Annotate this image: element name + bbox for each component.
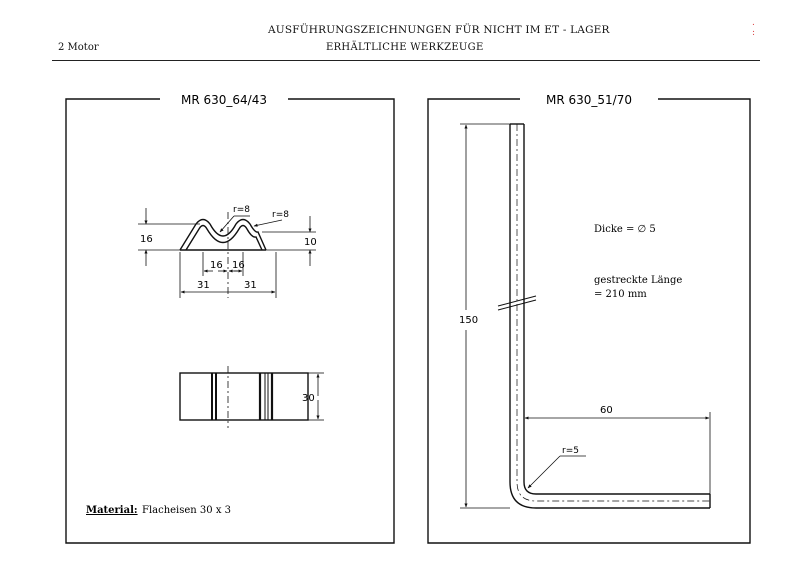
flat-bar-top-view — [179, 366, 309, 428]
material-label: Material: — [86, 505, 138, 516]
radius-leaders — [219, 215, 283, 233]
bent-rod — [509, 123, 711, 509]
dim-width-60-label: 60 — [600, 405, 613, 416]
section-label: 2 Motor — [58, 42, 99, 53]
left-part-number: MR 630_64/43 — [181, 93, 267, 107]
stretched-length-label: gestreckte Länge — [594, 275, 682, 286]
corner-mark-top: . — [752, 18, 755, 28]
dim-width-30-label: 30 — [302, 393, 315, 404]
dim-height-150-label: 150 — [459, 315, 478, 326]
dim-outer-left-label: 31 — [197, 280, 210, 291]
radius-label: r=5 — [562, 446, 579, 456]
dim-height-10-label: 10 — [304, 237, 317, 248]
dim-outer — [179, 252, 277, 298]
corner-mark-bottom: : — [752, 28, 756, 38]
document-title-line1: AUSFÜHRUNGSZEICHNUNGEN FÜR NICHT IM ET -… — [268, 24, 610, 36]
dim-inner — [202, 252, 244, 276]
dim-width-30 — [308, 372, 324, 421]
document-title-line2: ERHÄLTLICHE WERKZEUGE — [326, 42, 484, 53]
material-value: Flacheisen 30 x 3 — [142, 505, 231, 516]
dim-height-150 — [460, 123, 510, 509]
right-panel: MR 630_51/70 150 60 — [427, 93, 751, 544]
dim-height-16 — [138, 208, 200, 266]
left-panel-frame — [65, 98, 395, 544]
radius-leader — [527, 455, 586, 489]
dim-outer-right-label: 31 — [244, 280, 257, 291]
stretched-length-value: = 210 mm — [594, 289, 647, 300]
dim-height-16-label: 16 — [140, 234, 153, 245]
dim-height-10 — [262, 216, 316, 266]
wave-profile — [179, 218, 267, 251]
break-symbol — [497, 295, 537, 311]
dim-inner-left-label: 16 — [210, 260, 223, 271]
radius-left-label: r=8 — [233, 205, 250, 215]
right-panel-frame — [427, 98, 751, 544]
radius-right-label: r=8 — [272, 210, 289, 220]
thickness-note: Dicke = ∅ 5 — [594, 224, 656, 235]
left-panel: MR 630_64/43 16 10 — [65, 93, 395, 544]
dim-width-60 — [524, 412, 711, 494]
dim-inner-right-label: 16 — [232, 260, 245, 271]
right-part-number: MR 630_51/70 — [546, 93, 632, 107]
header-rule — [52, 60, 760, 61]
